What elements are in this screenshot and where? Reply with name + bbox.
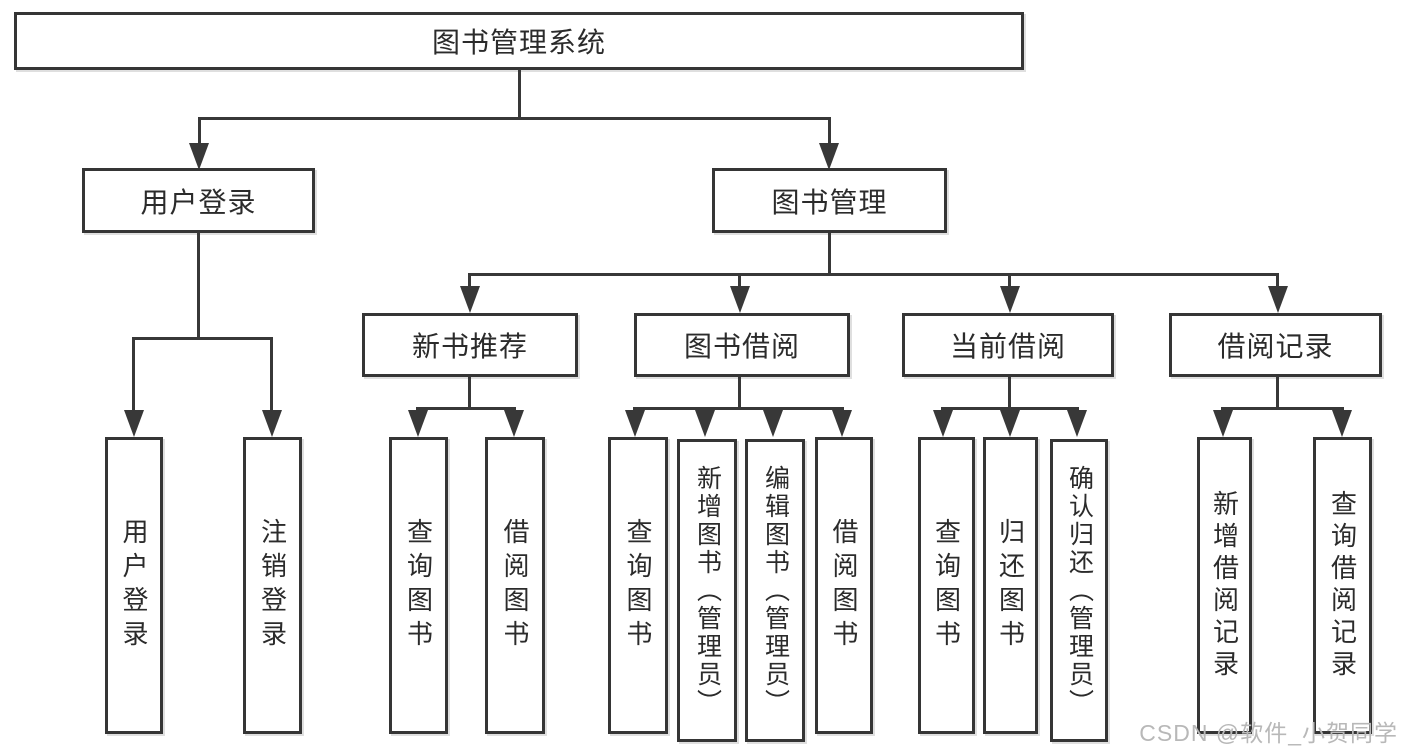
connector-line <box>633 407 844 410</box>
leaf-add-borrow-record: 新增借阅记录 <box>1197 437 1252 734</box>
leaf-query-books-2: 查询图书 <box>608 437 668 734</box>
node-borrowing-records: 借阅记录 <box>1169 313 1382 377</box>
arrow-down-icon <box>1332 410 1352 437</box>
node-current-borrowing: 当前借阅 <box>902 313 1114 377</box>
connector-line <box>468 376 471 410</box>
connector-line <box>828 233 831 276</box>
node-label: 图书管理 <box>771 186 888 218</box>
leaf-confirm-return-admin: 确认归还（管理员） <box>1050 439 1108 742</box>
arrow-down-icon <box>1268 286 1288 313</box>
node-label: 图书管理系统 <box>431 27 606 58</box>
connector-line <box>738 376 741 410</box>
connector-line <box>468 273 471 288</box>
connector-line <box>198 117 201 145</box>
arrow-down-icon <box>189 143 209 170</box>
leaf-label: 查询借阅记录 <box>1327 489 1358 682</box>
connector-line <box>270 337 273 413</box>
arrow-down-icon <box>730 286 750 313</box>
connector-line <box>416 407 516 410</box>
arrow-down-icon <box>262 410 282 437</box>
node-label: 借阅记录 <box>1217 331 1334 362</box>
node-label: 当前借阅 <box>949 331 1066 362</box>
node-label: 用户登录 <box>140 186 257 218</box>
arrow-down-icon <box>1213 410 1233 437</box>
node-label: 图书借阅 <box>683 331 800 362</box>
connector-line <box>518 69 521 120</box>
leaf-query-books-3: 查询图书 <box>918 437 975 734</box>
arrow-down-icon <box>408 410 428 437</box>
connector-line <box>132 337 273 340</box>
connector-line <box>468 273 1279 276</box>
leaf-label: 用户登录 <box>119 517 149 654</box>
arrow-down-icon <box>625 410 645 437</box>
leaf-add-books-admin: 新增图书（管理员） <box>677 439 737 742</box>
connector-line <box>132 337 135 413</box>
arrow-down-icon <box>124 410 144 437</box>
arrow-down-icon <box>1000 286 1020 313</box>
node-book-borrowing: 图书借阅 <box>634 313 850 377</box>
connector-line <box>941 407 1079 410</box>
leaf-label: 借阅图书 <box>829 517 859 654</box>
node-library-system: 图书管理系统 <box>14 12 1024 70</box>
leaf-return-books: 归还图书 <box>983 437 1038 734</box>
leaf-edit-books-admin: 编辑图书（管理员） <box>745 439 805 742</box>
connector-line <box>1276 273 1279 288</box>
arrow-down-icon <box>504 410 524 437</box>
connector-line <box>1221 407 1344 410</box>
leaf-label: 新增借阅记录 <box>1209 489 1240 682</box>
leaf-query-books-1: 查询图书 <box>389 437 448 734</box>
leaf-label: 新增图书（管理员） <box>693 464 722 717</box>
arrow-down-icon <box>695 410 715 437</box>
connector-line <box>1008 273 1011 288</box>
leaf-label: 归还图书 <box>995 517 1026 654</box>
arrow-down-icon <box>832 410 852 437</box>
arrow-down-icon <box>460 286 480 313</box>
leaf-query-borrow-record: 查询借阅记录 <box>1313 437 1372 734</box>
arrow-down-icon <box>763 410 783 437</box>
node-label: 新书推荐 <box>411 331 528 362</box>
node-book-management: 图书管理 <box>712 168 947 233</box>
arrow-down-icon <box>933 410 953 437</box>
arrow-down-icon <box>1000 410 1020 437</box>
connector-line <box>738 273 741 288</box>
leaf-label: 注销登录 <box>257 517 288 654</box>
leaf-borrow-books-2: 借阅图书 <box>815 437 873 734</box>
leaf-borrow-books-1: 借阅图书 <box>485 437 545 734</box>
leaf-label: 查询图书 <box>931 517 962 654</box>
leaf-label: 查询图书 <box>623 517 653 654</box>
watermark: CSDN @软件_小贺同学 <box>1139 720 1398 746</box>
connector-line <box>198 117 831 120</box>
leaf-user-login: 用户登录 <box>105 437 163 734</box>
leaf-label: 借阅图书 <box>500 517 530 654</box>
node-user-login: 用户登录 <box>82 168 315 233</box>
leaf-label: 查询图书 <box>403 517 434 654</box>
node-new-book-recommend: 新书推荐 <box>362 313 578 377</box>
leaf-label: 编辑图书（管理员） <box>761 464 790 717</box>
arrow-down-icon <box>819 143 839 170</box>
leaf-label: 确认归还（管理员） <box>1065 464 1094 717</box>
arrow-down-icon <box>1067 410 1087 437</box>
connector-line <box>828 117 831 145</box>
connector-line <box>1008 376 1011 410</box>
connector-line <box>197 232 200 340</box>
connector-line <box>1276 376 1279 410</box>
leaf-logout-login: 注销登录 <box>243 437 302 734</box>
